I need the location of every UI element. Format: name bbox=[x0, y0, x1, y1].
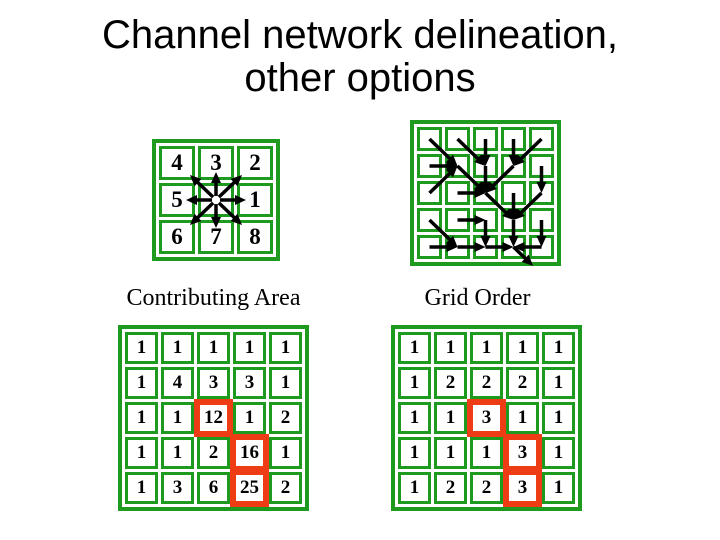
d8-grid-cell: 7 bbox=[198, 220, 234, 254]
flow-grid-cell bbox=[417, 127, 442, 151]
ca-grid-cell: 1 bbox=[125, 402, 158, 434]
ca-grid-cell: 25 bbox=[230, 469, 269, 507]
flow-grid-cell bbox=[445, 181, 470, 205]
flow-grid-cell bbox=[529, 154, 554, 178]
flow-grid-cell bbox=[473, 127, 498, 151]
ca-grid-cell: 1 bbox=[161, 402, 194, 434]
d8-grid-cell: 1 bbox=[237, 183, 273, 217]
flow-grid-cell bbox=[501, 181, 526, 205]
go-grid-cell: 2 bbox=[434, 367, 467, 399]
go-grid-cell: 2 bbox=[506, 367, 539, 399]
go-grid-cell: 2 bbox=[470, 367, 503, 399]
ca-grid-cell: 1 bbox=[161, 437, 194, 469]
go-grid-cell: 1 bbox=[398, 332, 431, 364]
ca-grid-cell: 1 bbox=[269, 332, 302, 364]
go-grid-cell: 1 bbox=[434, 332, 467, 364]
flow-grid-cell bbox=[417, 235, 442, 259]
d8-grid-cell bbox=[198, 183, 234, 217]
go-grid-cell: 1 bbox=[542, 437, 575, 469]
flow-grid-cell bbox=[445, 127, 470, 151]
ca-grid-cell: 2 bbox=[197, 437, 230, 469]
ca-grid-cell: 1 bbox=[161, 332, 194, 364]
ca-grid-cell: 6 bbox=[197, 472, 230, 504]
ca-grid-cell: 1 bbox=[269, 437, 302, 469]
go-grid-cell: 1 bbox=[506, 402, 539, 434]
flow-grid-cell bbox=[445, 154, 470, 178]
flow-grid-cell bbox=[473, 235, 498, 259]
flow-grid-cell bbox=[529, 181, 554, 205]
flow-grid-cell bbox=[473, 154, 498, 178]
flow-grid-cell bbox=[501, 208, 526, 232]
d8-grid-cell: 2 bbox=[237, 146, 273, 180]
go-grid-cell: 1 bbox=[470, 332, 503, 364]
ca-grid-cell: 1 bbox=[197, 332, 230, 364]
title-line-2: other options bbox=[244, 56, 476, 100]
ca-grid-cell: 3 bbox=[197, 367, 230, 399]
go-grid-cell: 1 bbox=[542, 402, 575, 434]
ca-grid-cell: 2 bbox=[269, 402, 302, 434]
flow-grid-cell bbox=[445, 208, 470, 232]
ca-grid-cell: 3 bbox=[233, 367, 266, 399]
slide-title: Channel network delineation, other optio… bbox=[0, 14, 720, 100]
flow-grid-cell bbox=[445, 235, 470, 259]
go-grid-cell: 1 bbox=[398, 437, 431, 469]
go-grid-cell: 2 bbox=[434, 472, 467, 504]
flow-grid-cell bbox=[529, 208, 554, 232]
flow-direction-grid bbox=[410, 120, 561, 266]
d8-grid-cell: 6 bbox=[159, 220, 195, 254]
go-grid-cell: 3 bbox=[503, 434, 542, 472]
go-grid-cell: 1 bbox=[398, 367, 431, 399]
flow-grid-cell bbox=[473, 181, 498, 205]
flow-grid-cell bbox=[417, 154, 442, 178]
go-grid-cell: 1 bbox=[434, 437, 467, 469]
d8-grid-cell: 8 bbox=[237, 220, 273, 254]
go-grid-cell: 1 bbox=[398, 472, 431, 504]
contributing-area-label: Contributing Area bbox=[126, 285, 301, 311]
flow-grid-cell bbox=[417, 208, 442, 232]
ca-grid-cell: 1 bbox=[125, 472, 158, 504]
flow-grid-cell bbox=[501, 154, 526, 178]
ca-grid-cell: 1 bbox=[233, 402, 266, 434]
flow-grid-cell bbox=[501, 127, 526, 151]
flow-grid-cell bbox=[473, 208, 498, 232]
go-grid-cell: 3 bbox=[467, 399, 506, 437]
go-grid-cell: 1 bbox=[542, 332, 575, 364]
ca-grid-cell: 1 bbox=[125, 332, 158, 364]
ca-grid-cell: 3 bbox=[161, 472, 194, 504]
go-grid-cell: 1 bbox=[398, 402, 431, 434]
go-grid-cell: 1 bbox=[434, 402, 467, 434]
ca-grid-cell: 16 bbox=[230, 434, 269, 472]
title-line-1: Channel network delineation, bbox=[102, 13, 618, 57]
d8-grid-cell: 5 bbox=[159, 183, 195, 217]
ca-grid-cell: 1 bbox=[269, 367, 302, 399]
d8-grid-cell: 4 bbox=[159, 146, 195, 180]
flow-grid-cell bbox=[501, 235, 526, 259]
go-grid-cell: 1 bbox=[470, 437, 503, 469]
ca-grid-cell: 4 bbox=[161, 367, 194, 399]
flow-grid-table bbox=[410, 120, 561, 266]
go-grid-cell: 2 bbox=[470, 472, 503, 504]
grid-order-label: Grid Order bbox=[424, 285, 531, 311]
ca-grid-cell: 1 bbox=[125, 437, 158, 469]
flow-grid-cell bbox=[529, 127, 554, 151]
go-grid-cell: 3 bbox=[503, 469, 542, 507]
flow-grid-cell bbox=[529, 235, 554, 259]
ca-grid-cell: 2 bbox=[269, 472, 302, 504]
ca-grid-cell: 12 bbox=[194, 399, 233, 437]
flow-grid-cell bbox=[417, 181, 442, 205]
go-grid-cell: 1 bbox=[542, 472, 575, 504]
ca-grid-cell: 1 bbox=[233, 332, 266, 364]
go-grid-cell: 1 bbox=[506, 332, 539, 364]
go-grid-cell: 1 bbox=[542, 367, 575, 399]
ca-grid-cell: 1 bbox=[125, 367, 158, 399]
d8-grid-cell: 3 bbox=[198, 146, 234, 180]
